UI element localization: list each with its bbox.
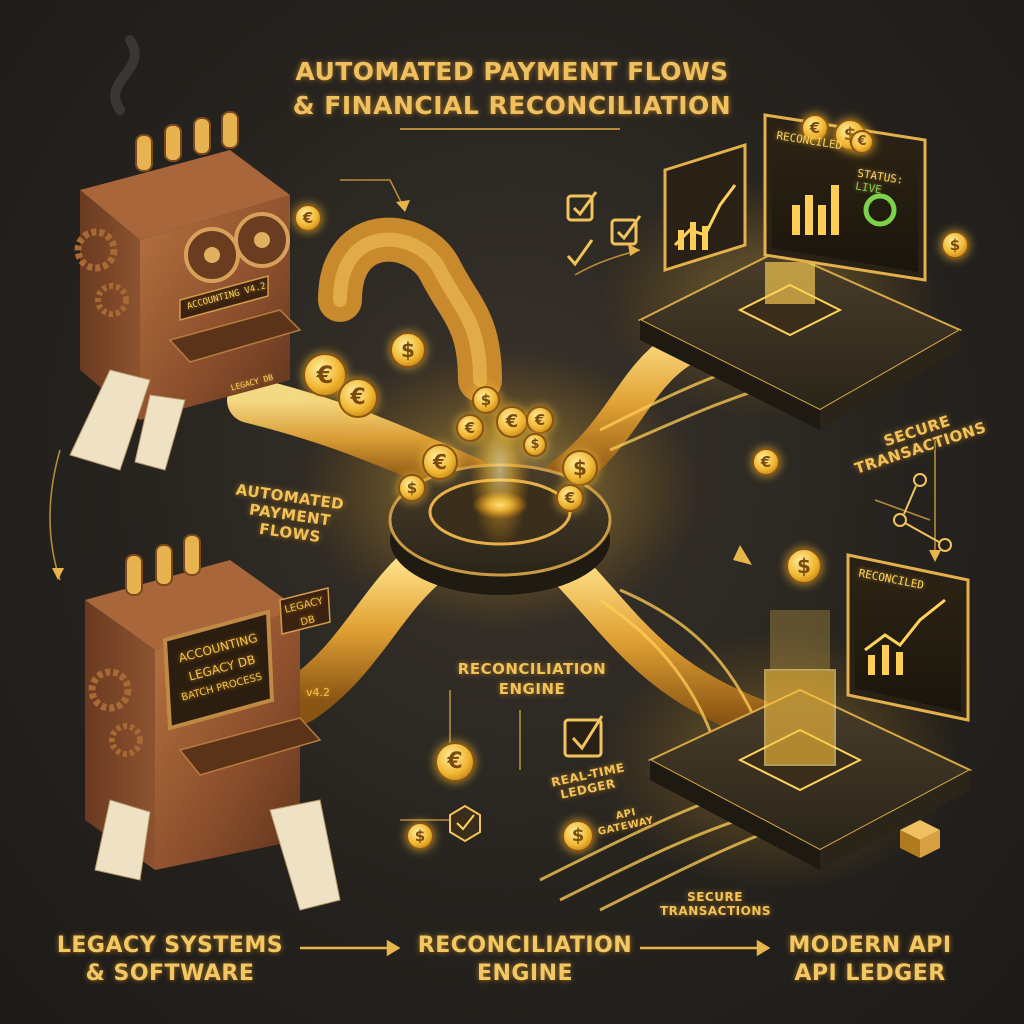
coin-icon: € [435,742,475,782]
footer-left-2: & SOFTWARE [85,961,255,986]
coin-icon: $ [390,332,426,368]
secure-bottom-label-2: TRANSACTIONS [660,904,772,918]
coin-icon: $ [941,231,969,259]
coin-icon: € [294,204,322,232]
coin-icon: € [338,378,378,418]
coin-icon: $ [786,548,822,584]
coin-icon: $ [406,822,434,850]
legacy-version: v4.2 [305,686,330,699]
coin-icon: $ [472,386,500,414]
footer-right-2: API LEDGER [794,961,946,986]
coin-icon: € [752,448,780,476]
title-underline [400,128,620,130]
coin-icon: € [801,114,829,142]
coin-icon: $ [398,474,426,502]
coin-icon: € [850,130,874,154]
legacy-machine-bottom [85,534,341,911]
coin-icon: $ [523,433,547,457]
coin-icon: € [556,484,584,512]
secure-bottom-label-1: SECURE [687,890,743,904]
engine-label-1: RECONCILIATION [457,660,607,678]
engine-label-2: ENGINE [498,680,566,698]
footer-right-1: MODERN API [788,933,952,958]
legacy-machine-top [69,35,302,471]
coin-icon: $ [562,450,598,486]
coin-icon: € [496,406,528,438]
coin-icon: € [456,414,484,442]
footer-left-1: LEGACY SYSTEMS [56,933,284,958]
diagram-title-line-1: AUTOMATED PAYMENT FLOWS [295,57,729,86]
api-platform-top [637,113,963,430]
footer-center-2: ENGINE [476,961,574,986]
diagram-title-line-2: & FINANCIAL RECONCILIATION [292,91,732,120]
api-platform-bottom [647,553,973,870]
footer-center-1: RECONCILIATION [417,933,633,958]
coin-icon: € [526,406,554,434]
coin-icon: € [422,444,458,480]
coin-icon: $ [562,820,594,852]
